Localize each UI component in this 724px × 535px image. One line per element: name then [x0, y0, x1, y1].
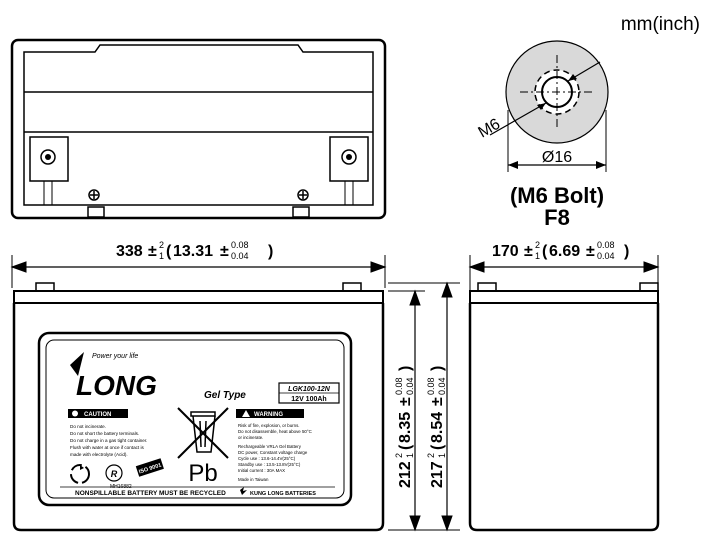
- caution-title: CAUTION: [84, 412, 111, 418]
- svg-text:(: (: [397, 444, 414, 450]
- crossed-bin-icon: [177, 407, 229, 459]
- recycle-notice: NONSPILLABLE BATTERY MUST BE RECYCLED: [75, 490, 226, 497]
- model-number: LGK100-12N: [288, 386, 331, 393]
- terminal-detail: [489, 40, 609, 172]
- svg-text:R: R: [111, 469, 118, 479]
- terminal-code: F8: [544, 205, 570, 230]
- ul-mark-icon: R: [105, 464, 123, 482]
- caution-line: Do not incinerate.: [70, 424, 106, 429]
- height-case-inch-tol-minus: 0.04: [405, 377, 415, 395]
- manufacturer: KUNG LONG BATTERIES: [250, 491, 316, 497]
- height-total-dimension: 217 2 1 ( 8.54 ± 0.08 0.04 ): [426, 366, 447, 488]
- svg-text:(: (: [542, 243, 548, 260]
- diameter-label: Ø16: [542, 149, 572, 166]
- kung-long-logo-icon: [240, 487, 247, 495]
- height-total-tol-plus: 2: [426, 453, 436, 458]
- caution-line: Do not charge in a gas tight container.: [70, 438, 147, 443]
- caution-panel: CAUTION Do not incinerate. Do not short …: [68, 409, 147, 457]
- length-tol-minus: 1: [159, 251, 164, 261]
- warning-line: Standby use : 13.5-13.8V(25°C): [238, 462, 301, 467]
- svg-text:±: ±: [397, 397, 414, 406]
- caution-line: Do not short the battery terminals.: [70, 431, 139, 436]
- length-inch-tol-minus: 0.04: [231, 251, 249, 261]
- height-case-tol-plus: 2: [394, 453, 404, 458]
- pb-symbol: Pb: [188, 460, 217, 487]
- tagline: Power your life: [92, 353, 138, 360]
- height-total-mm: 217: [429, 461, 446, 488]
- height-total-inch-tol-minus: 0.04: [437, 377, 447, 395]
- warning-line: DC power, Constant voltage charge: [238, 450, 308, 455]
- warning-line: Do not disassemble, heat above 50°C: [238, 429, 312, 434]
- height-total-inch: 8.54: [429, 412, 446, 443]
- height-dimension-lines: [388, 281, 460, 532]
- height-case-mm: 212: [397, 461, 414, 488]
- svg-text:±: ±: [586, 243, 595, 260]
- svg-text:): ): [397, 366, 414, 371]
- svg-text:±: ±: [524, 243, 533, 260]
- width-mm: 170: [492, 243, 519, 260]
- length-inch: 13.31: [173, 243, 213, 260]
- width-dimension-lines: [468, 255, 660, 290]
- vent-caps: [88, 189, 309, 201]
- warning-line: or incinerate.: [238, 435, 263, 440]
- brand-name: LONG: [76, 370, 157, 401]
- svg-text:±: ±: [429, 397, 446, 406]
- svg-text:): ): [268, 243, 273, 260]
- svg-text:±: ±: [148, 243, 157, 260]
- width-inch-tol-minus: 0.04: [597, 251, 615, 261]
- rating: 12V 100Ah: [291, 396, 326, 403]
- width-inch: 6.69: [549, 243, 580, 260]
- length-tol-plus: 2: [159, 240, 164, 250]
- warning-line: Cycle use : 13.6-14.4V(25°C): [238, 456, 296, 461]
- width-dimension: 170 ± 2 1 ( 6.69 ± 0.08 0.04 ): [492, 240, 629, 261]
- height-case-inch: 8.35: [397, 412, 414, 443]
- terminal-type: (M6 Bolt): [510, 183, 604, 208]
- label-footer: NONSPILLABLE BATTERY MUST BE RECYCLED KU…: [60, 486, 335, 497]
- top-terminal-left: [40, 149, 56, 165]
- warning-line: Rechargeable VRLA Gel Battery: [238, 444, 302, 449]
- length-dimension: 338 ± 2 1 ( 13.31 ± 0.08 0.04 ): [116, 240, 273, 261]
- model-box: LGK100-12N 12V 100Ah: [278, 382, 340, 404]
- caution-line: made with electrolyte (Acid).: [70, 452, 128, 457]
- height-total-tol-minus: 1: [437, 453, 447, 458]
- svg-text:(: (: [166, 243, 172, 260]
- recycle-icon: [70, 464, 90, 484]
- svg-text:±: ±: [220, 243, 229, 260]
- front-view: [12, 282, 385, 532]
- length-inch-tol-plus: 0.08: [231, 240, 249, 250]
- top-view: [10, 38, 387, 220]
- gel-type: Gel Type: [204, 390, 246, 401]
- height-case-inch-tol-plus: 0.08: [394, 377, 404, 395]
- length-mm: 338: [116, 243, 143, 260]
- width-inch-tol-plus: 0.08: [597, 240, 615, 250]
- side-view: [468, 282, 660, 532]
- svg-text:): ): [624, 243, 629, 260]
- warning-line: Made in Taiwan: [238, 477, 269, 482]
- svg-text:): ): [429, 366, 446, 371]
- warning-line: Risk of fire, explosion, or burns.: [238, 423, 300, 428]
- warning-title: WARNING: [254, 412, 283, 418]
- height-case-tol-minus: 1: [405, 453, 415, 458]
- warning-panel: WARNING Risk of fire, explosion, or burn…: [236, 409, 312, 482]
- bolt-label: M6: [476, 116, 504, 142]
- height-total-inch-tol-plus: 0.08: [426, 377, 436, 395]
- top-terminal-right: [341, 149, 357, 165]
- warning-line: Initial current : 30A MAX: [238, 468, 285, 473]
- width-tol-minus: 1: [535, 251, 540, 261]
- length-dimension-lines: [10, 255, 387, 288]
- iso-badge: ISO 9001: [135, 458, 164, 477]
- svg-text:(: (: [429, 444, 446, 450]
- height-case-dimension: 212 2 1 ( 8.35 ± 0.08 0.04 ): [394, 366, 415, 488]
- caution-line: Flush with water at once if contact is: [70, 445, 144, 450]
- width-tol-plus: 2: [535, 240, 540, 250]
- brand-logo: Power your life LONG: [70, 352, 157, 401]
- units-note: mm(inch): [621, 14, 700, 35]
